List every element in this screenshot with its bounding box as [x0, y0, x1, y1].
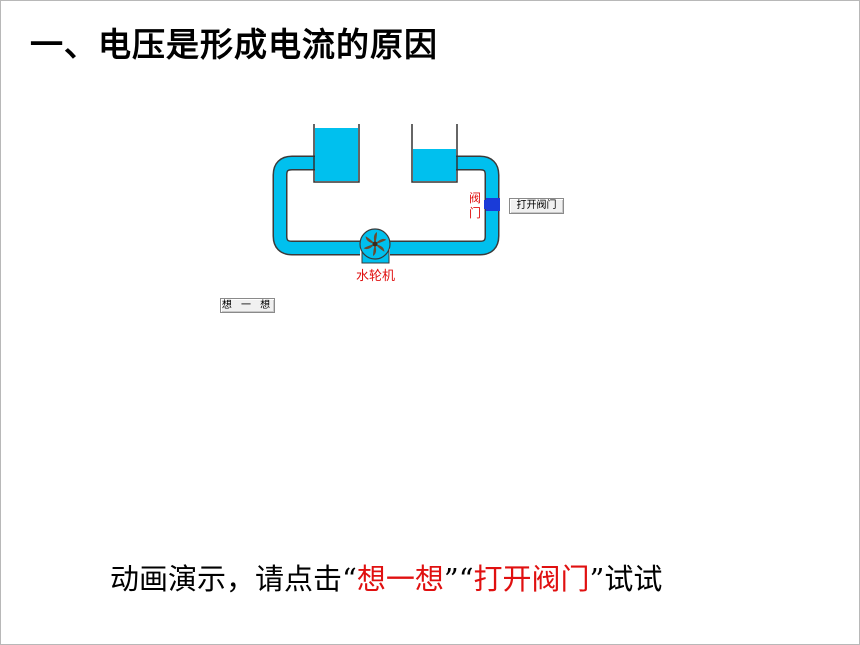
- valve-label: 阀门: [468, 191, 481, 220]
- instruction-think-text: 想一想: [356, 562, 444, 596]
- quote-close-1: ”: [443, 562, 459, 596]
- turbine-label: 水轮机: [356, 269, 396, 284]
- instruction-part2: 试试: [604, 562, 663, 596]
- right-water-tank: [411, 124, 458, 183]
- quote-close-2: ”: [589, 562, 605, 596]
- left-water-tank: [313, 124, 360, 183]
- valve-icon: [486, 198, 500, 211]
- turbine-icon: [359, 228, 391, 264]
- instruction-text: 动画演示，请点击“想一想”“打开阀门”试试: [110, 556, 662, 598]
- slide-title: 一、电压是形成电流的原因: [30, 25, 438, 64]
- open-valve-button[interactable]: 打开阀门: [509, 198, 564, 214]
- instruction-part1: 动画演示，请点击: [110, 562, 343, 596]
- instruction-valve-text: 打开阀门: [473, 562, 590, 596]
- quote-open-2: “: [458, 562, 474, 596]
- quote-open-1: “: [342, 562, 357, 596]
- think-button[interactable]: 想 一 想: [220, 298, 275, 313]
